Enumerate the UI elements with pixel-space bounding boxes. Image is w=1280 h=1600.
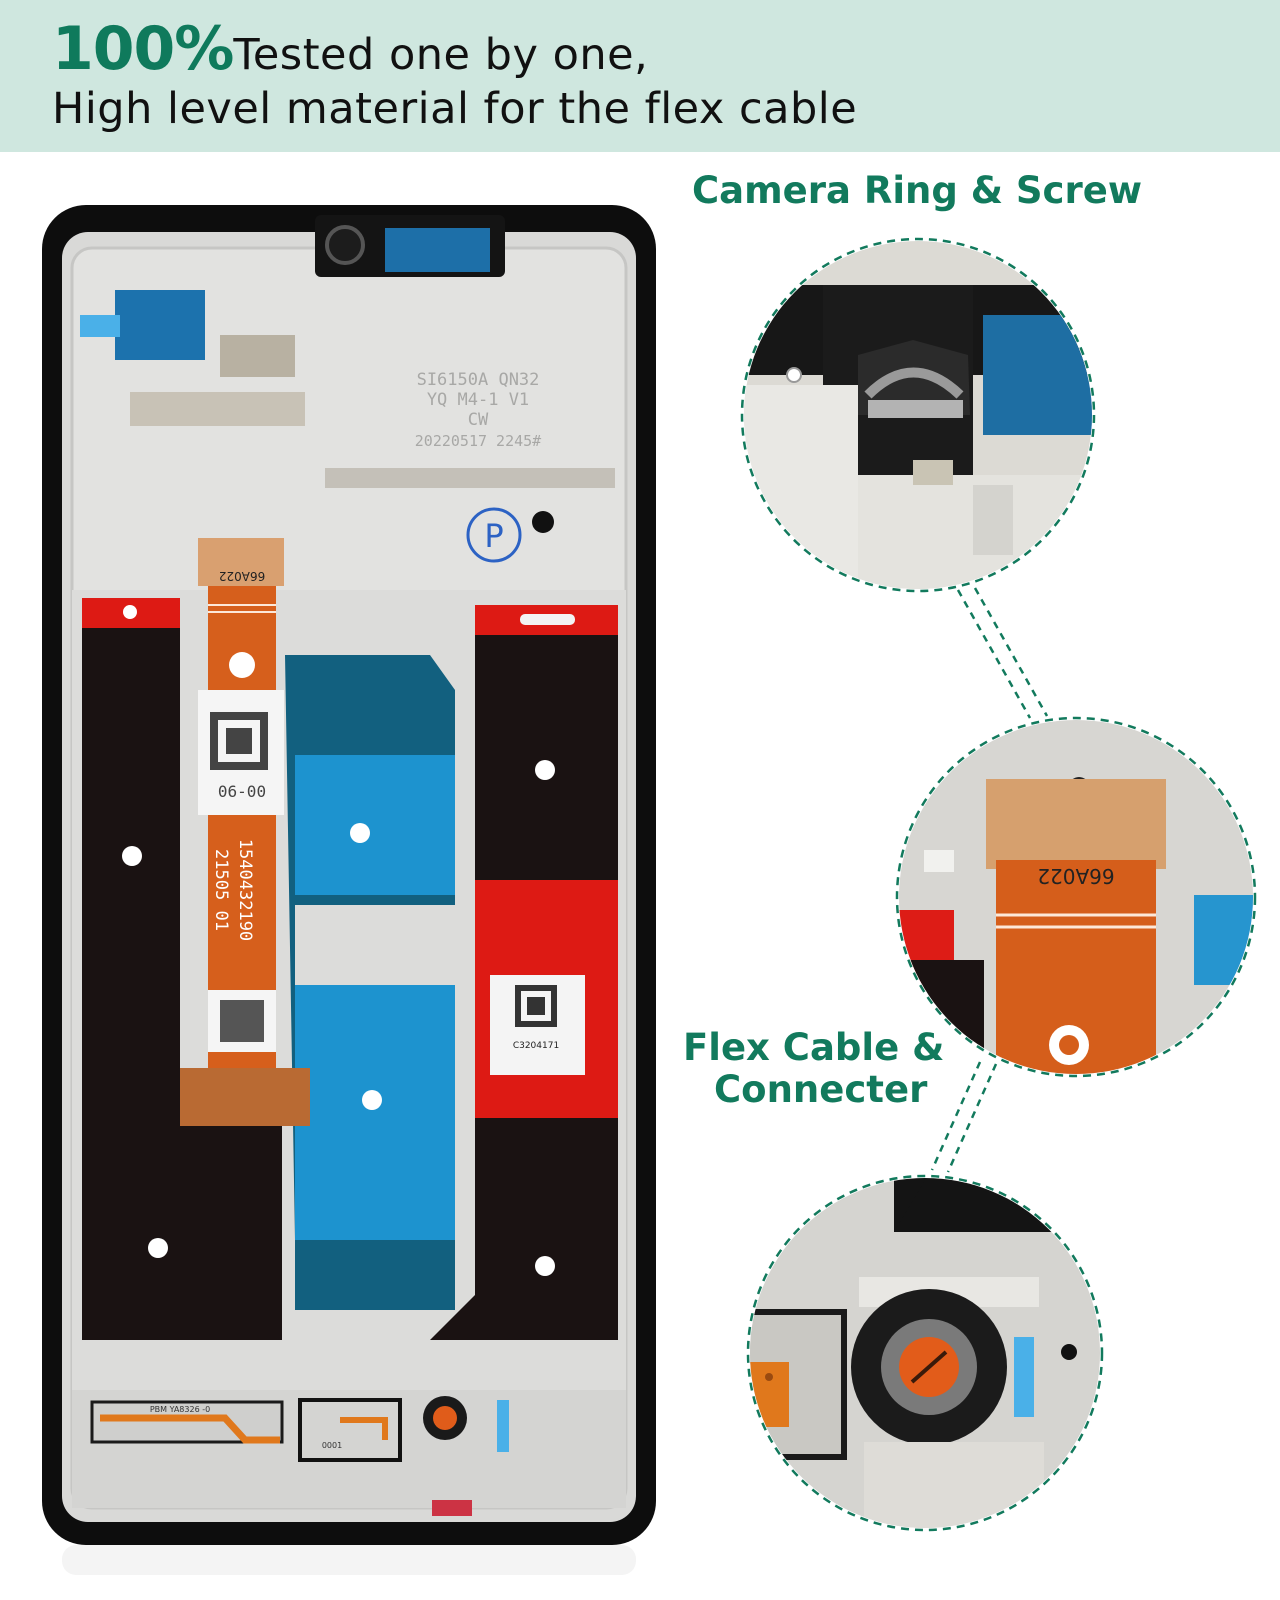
headline-percent: 100% [52, 14, 234, 84]
flex-cable-code: 66A022 [219, 569, 265, 583]
headline-line-2: High level material for the flex cable [52, 84, 858, 134]
sticker-code: C3204171 [513, 1041, 559, 1051]
header-banner [0, 0, 1280, 152]
bottom-code-2: 0001 [322, 1441, 342, 1450]
flex-serial-2: 21505 01 [211, 849, 231, 931]
callout-flex-line-2: Connecter [714, 1068, 928, 1111]
zoom-camera-ring [740, 237, 1096, 593]
callout-camera-ring: Camera Ring & Screw [692, 169, 1142, 212]
headline-line-1: 100%Tested one by one, [52, 14, 648, 84]
frame-engraving-2: YQ M4-1 V1 [427, 390, 529, 410]
flex-label-code: 06-00 [218, 782, 266, 801]
phone-screen-assembly: SI6150A QN32 YQ M4-1 V1 CW 20220517 2245… [42, 205, 656, 1575]
zoom-flex-code: 66A022 [1037, 864, 1114, 888]
headline-line-1-text: Tested one by one, [233, 30, 649, 80]
zoom-flex-cable: 66A022 [895, 716, 1257, 1078]
flex-serial-1: 1540432190 [235, 839, 255, 941]
svg-text:P: P [484, 517, 503, 555]
frame-engraving-3: CW [468, 410, 489, 430]
p-stamp-icon [466, 507, 522, 563]
frame-engraving-4: 20220517 2245# [415, 432, 541, 450]
zoom-connector [746, 1174, 1104, 1532]
bottom-flex-code: PBM YA8326 -0 [150, 1405, 210, 1414]
frame-engraving-1: SI6150A QN32 [417, 370, 540, 390]
callout-flex-line-1: Flex Cable & [683, 1026, 945, 1069]
